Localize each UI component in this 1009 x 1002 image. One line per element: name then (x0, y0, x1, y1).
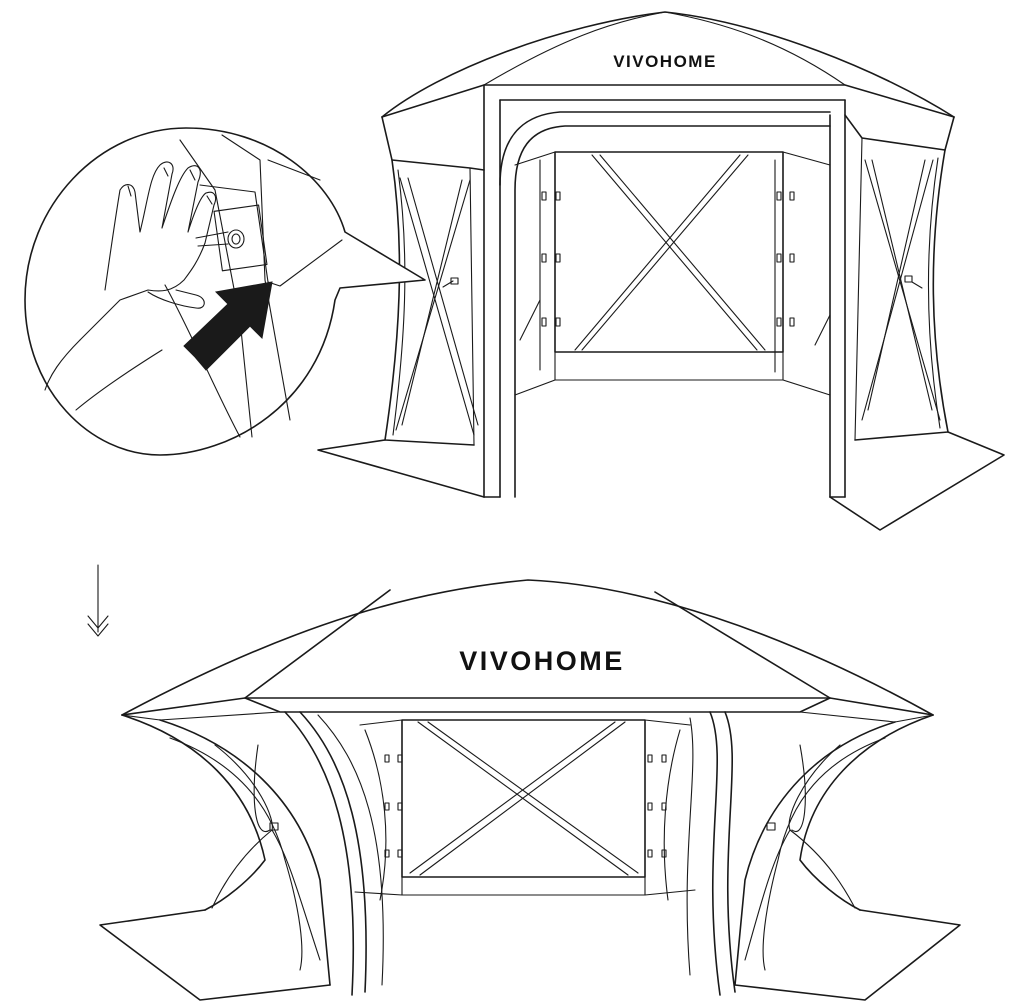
top-front-right-pole (829, 99, 846, 498)
top-right-panel (854, 149, 949, 441)
top-right-hub (904, 275, 913, 283)
bottom-tent: VIVOHOME (99, 579, 961, 1001)
top-wall-clips-left (541, 191, 561, 327)
bottom-left-ground-flap (99, 909, 331, 1001)
bottom-right-panel (734, 721, 896, 986)
top-door-arch-outer (499, 111, 831, 186)
top-tent: VIVOHOME (317, 11, 1005, 531)
bottom-left-panel (159, 719, 331, 986)
top-right-x-brace (861, 159, 941, 421)
top-back-x-brace (581, 154, 758, 351)
top-front-left-pole (483, 84, 501, 498)
top-wall-clips-right (776, 191, 795, 327)
top-left-panel (384, 159, 475, 446)
bottom-right-ground-flap (734, 909, 961, 1001)
top-right-ground-flap (829, 431, 1005, 531)
top-logo: VIVOHOME (613, 52, 717, 71)
bottom-right-pole-outer (709, 711, 721, 996)
bottom-right-hub (766, 822, 776, 831)
hand-icon (79, 161, 217, 341)
bottom-left-pole-outer (284, 711, 355, 996)
detail-callout (24, 127, 426, 456)
push-arrow-icon (183, 281, 273, 371)
bottom-roof-eave (244, 697, 831, 713)
top-back-wall (554, 151, 784, 353)
top-roof-eave (381, 84, 955, 118)
hub-button (213, 204, 268, 272)
bottom-left-hub (269, 822, 279, 831)
bottom-roof-outline (121, 579, 934, 716)
top-left-x-brace (395, 177, 475, 436)
bottom-wall-clips (384, 754, 667, 858)
top-door-arch-inner (514, 125, 831, 498)
top-left-ground-flap (317, 439, 485, 498)
bottom-back-x-brace (417, 721, 629, 876)
top-left-hub (450, 277, 459, 285)
bottom-logo: VIVOHOME (459, 646, 625, 676)
double-chevron-down-icon (87, 564, 109, 637)
